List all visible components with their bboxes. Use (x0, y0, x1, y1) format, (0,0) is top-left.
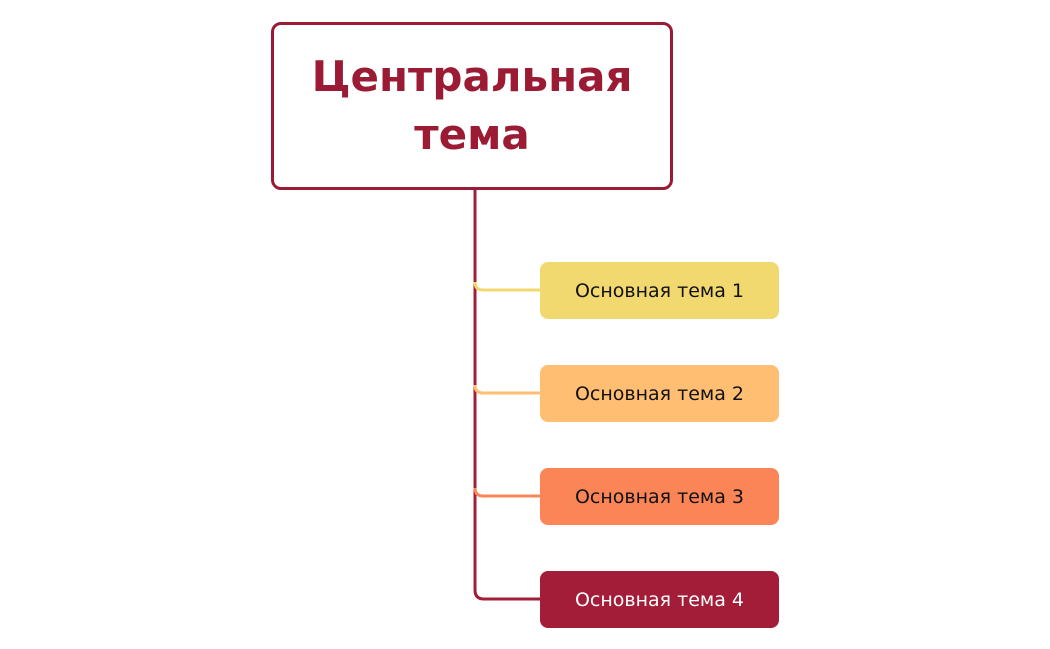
main-topic-3-label: Основная тема 3 (574, 485, 745, 508)
main-topic-2[interactable]: Основная тема 2 (540, 365, 779, 422)
main-topic-2-label: Основная тема 2 (574, 382, 745, 405)
main-topic-3[interactable]: Основная тема 3 (540, 468, 779, 525)
main-topic-1-label: Основная тема 1 (574, 279, 745, 302)
main-topic-4-label: Основная тема 4 (574, 588, 745, 611)
main-topic-1[interactable]: Основная тема 1 (540, 262, 779, 319)
main-topic-4[interactable]: Основная тема 4 (540, 571, 779, 628)
central-topic[interactable]: Центральная тема (271, 22, 673, 190)
central-topic-label: Центральная тема (311, 52, 633, 159)
